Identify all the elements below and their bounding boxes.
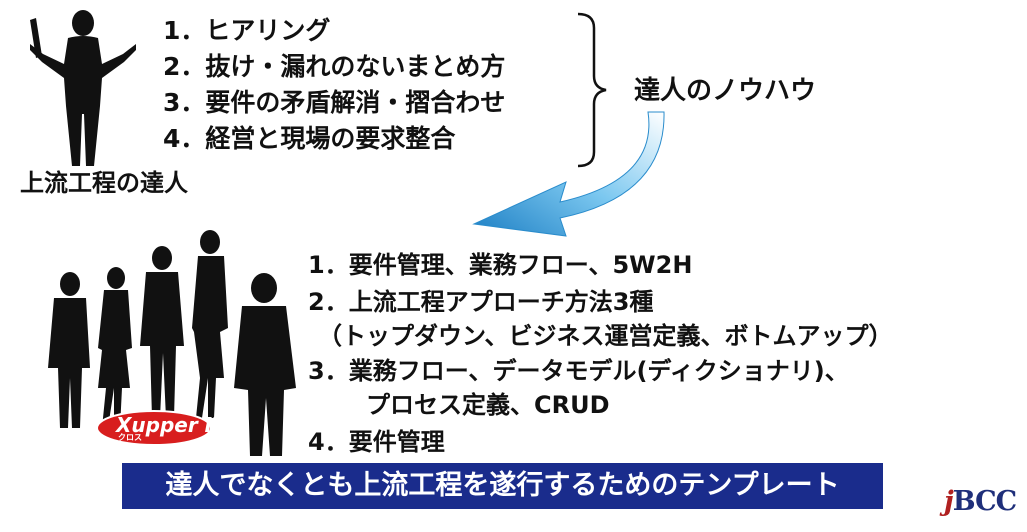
curved-arrow-icon xyxy=(472,111,665,237)
bottom-list-item-2-detail: （トップダウン、ビジネス運営定義、ボトムアップ） xyxy=(318,322,893,350)
xupper-badge xyxy=(96,410,212,446)
right-curly-bracket xyxy=(577,12,607,168)
bottom-list-item-4: 4．要件管理 xyxy=(308,428,445,456)
jbcc-logo: jBCC xyxy=(944,486,1017,517)
top-caption: 上流工程の達人 xyxy=(20,169,188,197)
xupper-badge-text: Xupper Ⅱ® xyxy=(116,413,229,437)
top-list-item-2: 2．抜け・漏れのないまとめ方 xyxy=(163,52,506,81)
xupper-badge-sub: クロス xyxy=(118,433,142,442)
bracket-label: 達人のノウハウ xyxy=(634,76,817,106)
bottom-list-item-2: 2．上流工程アプローチ方法3種 xyxy=(308,288,654,316)
bottom-list-item-3: 3．業務フロー、データモデル(ディクショナリ)、 xyxy=(308,357,849,385)
banner: 達人でなくとも上流工程を遂行するためのテンプレート xyxy=(122,463,883,509)
bottom-list-item-1: 1．要件管理、業務フロー、5W2H xyxy=(308,251,693,279)
top-list-item-4: 4．経営と現場の要求整合 xyxy=(163,124,456,153)
bottom-list-item-3-cont: プロセス定義、CRUD xyxy=(366,391,610,419)
top-list-item-1: 1．ヒアリング xyxy=(163,16,331,45)
team-silhouettes-icon xyxy=(48,230,296,456)
top-list-item-3: 3．要件の矛盾解消・摺合わせ xyxy=(163,88,506,117)
expert-silhouette-icon xyxy=(30,10,136,166)
